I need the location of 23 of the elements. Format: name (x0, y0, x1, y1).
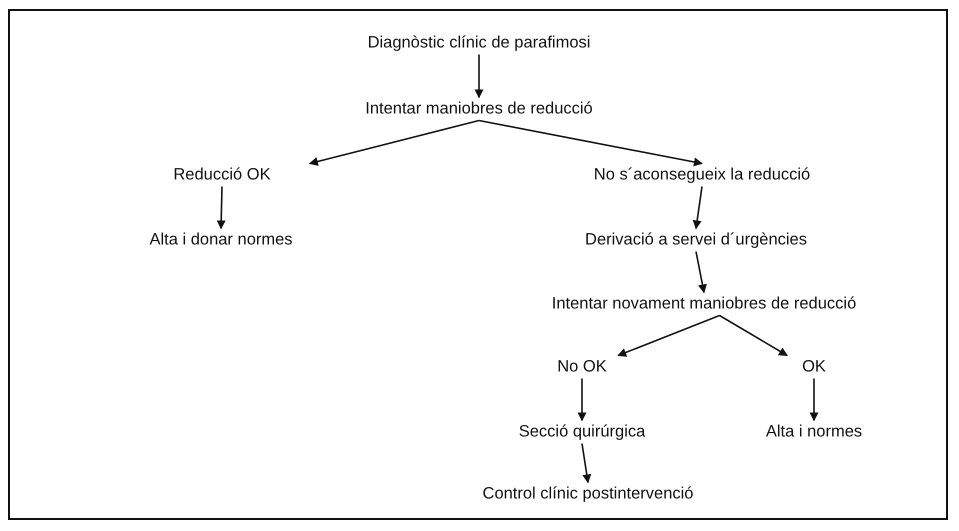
step-text: No s´aconsegueix la reducció (590, 164, 814, 186)
step-text: Reducció OK (170, 164, 274, 186)
step-text: Alta i donar normes (146, 228, 296, 252)
arrow (216, 186, 226, 230)
arrow (692, 186, 703, 230)
step-text: OK (799, 356, 829, 378)
arrow (617, 314, 720, 357)
step-text: Intentar maniobres de reducció (362, 98, 596, 120)
arrow (478, 120, 703, 166)
step-text: Secció quirúrgica (516, 420, 648, 444)
arrow (578, 378, 586, 422)
arrow (581, 443, 592, 484)
arrow (695, 251, 707, 294)
step-text: Intentar novament maniobres de reducció (548, 292, 860, 316)
step-text: Control clínic postintervenció (480, 482, 696, 506)
step-text: Derivació a servei d´urgències (582, 228, 810, 252)
arrow (308, 120, 480, 166)
step-text: No OK (554, 356, 610, 378)
arrow (810, 378, 818, 422)
arrow (719, 314, 788, 356)
step-text: Diagnòstic clínic de parafimosi (364, 32, 594, 54)
arrow (474, 54, 484, 98)
step-text: Alta i normes (762, 420, 866, 444)
